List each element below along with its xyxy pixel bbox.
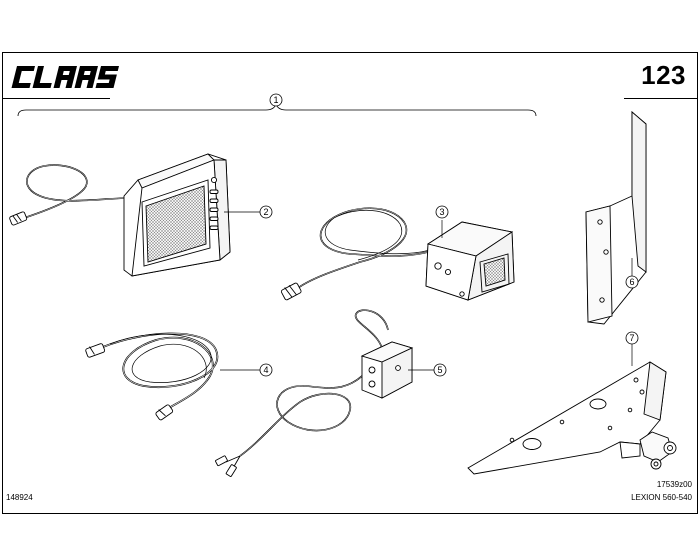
extension-connector-a [85,343,106,358]
camera [280,207,515,301]
callout-4-bubble: 4 [259,363,273,377]
footer-drawing-code: 17539z00 [656,480,692,489]
plate-clamp [619,431,677,470]
callout-7-bubble: 7 [625,331,639,345]
mounting-plate [467,361,677,475]
header-rule-left [2,98,110,99]
display-monitor [9,153,231,277]
footer-model: LEXION 560-540 [631,493,692,502]
page-number: 123 [641,60,686,90]
svg-text:5: 5 [437,365,442,375]
callout-2-bubble: 2 [259,205,273,219]
extension-connector-b [155,404,174,421]
svg-text:6: 6 [629,277,634,287]
junction-pigtails [215,455,241,477]
extension-cable [85,332,219,421]
callout-3-bubble: 3 [435,205,449,219]
mounting-bracket [585,111,647,325]
monitor-connector [9,211,28,226]
svg-text:2: 2 [263,207,268,217]
page-frame [2,52,698,514]
footer-left-code: 148924 [6,493,33,502]
claas-logo [11,66,120,88]
header-rule-right [624,98,698,99]
svg-text:4: 4 [263,365,268,375]
svg-text:1: 1 [273,95,278,105]
callout-5-bubble: 5 [433,363,447,377]
callout-6-bubble: 6 [625,275,639,289]
svg-text:3: 3 [439,207,444,217]
svg-text:7: 7 [629,333,634,343]
camera-connector [280,282,302,301]
callout-1-bubble: 1 [269,93,283,107]
junction-box [215,309,414,477]
